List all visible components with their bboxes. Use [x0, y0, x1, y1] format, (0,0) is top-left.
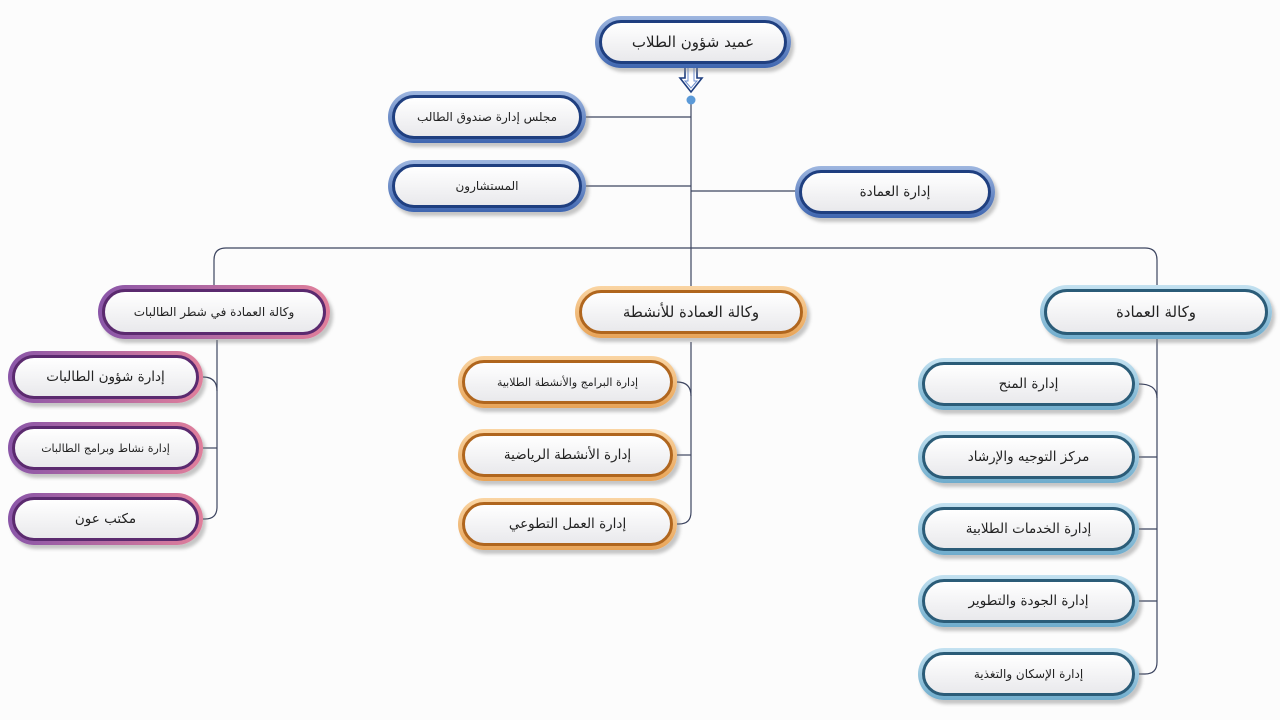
female-child-3-label: مكتب عون	[12, 497, 199, 541]
female-child-1-label: إدارة شؤون الطالبات	[12, 355, 199, 399]
deanship-label: وكالة العمادة	[1044, 289, 1268, 335]
deanship-child-5[interactable]: إدارة الإسكان والتغذية	[918, 648, 1139, 700]
activities-child-2[interactable]: إدارة الأنشطة الرياضية	[458, 429, 677, 481]
administration-node[interactable]: إدارة العمادة	[795, 166, 995, 218]
administration-label: إدارة العمادة	[799, 170, 991, 214]
female-child-1[interactable]: إدارة شؤون الطالبات	[8, 351, 203, 403]
activities-child-1[interactable]: إدارة البرامج والأنشطة الطلابية	[458, 356, 677, 408]
deanship-child-4-label: إدارة الجودة والتطوير	[922, 579, 1135, 623]
activities-child-1-label: إدارة البرامج والأنشطة الطلابية	[462, 360, 673, 404]
deanship-child-4[interactable]: إدارة الجودة والتطوير	[918, 575, 1139, 627]
council-label: مجلس إدارة صندوق الطالب	[392, 95, 582, 139]
bus-line	[213, 247, 1158, 290]
deanship-child-1-label: إدارة المنح	[922, 362, 1135, 406]
advisors-node[interactable]: المستشارون	[388, 160, 586, 212]
deanship-node[interactable]: وكالة العمادة	[1040, 285, 1272, 339]
council-node[interactable]: مجلس إدارة صندوق الطالب	[388, 91, 586, 143]
deanship-trunk	[1139, 338, 1158, 675]
female-label: وكالة العمادة في شطر الطالبات	[102, 289, 326, 335]
deanship-child-2-label: مركز التوجيه والإرشاد	[922, 435, 1135, 479]
deanship-child-3-label: إدارة الخدمات الطلابية	[922, 507, 1135, 551]
junction-dot	[686, 95, 696, 105]
female-trunk	[203, 340, 218, 520]
double-arrow-down-icon	[678, 63, 704, 94]
activities-label: وكالة العمادة للأنشطة	[579, 290, 803, 334]
advisors-label: المستشارون	[392, 164, 582, 208]
root-node[interactable]: عميد شؤون الطلاب	[595, 16, 791, 68]
deanship-child-3[interactable]: إدارة الخدمات الطلابية	[918, 503, 1139, 555]
female-child-2[interactable]: إدارة نشاط وبرامج الطالبات	[8, 422, 203, 474]
female-tick-1	[202, 376, 218, 392]
deanship-child-5-label: إدارة الإسكان والتغذية	[922, 652, 1135, 696]
female-node[interactable]: وكالة العمادة في شطر الطالبات	[98, 285, 330, 339]
activities-trunk	[677, 342, 692, 525]
activities-tick-1	[676, 381, 692, 397]
female-child-2-label: إدارة نشاط وبرامج الطالبات	[12, 426, 199, 470]
deanship-child-1[interactable]: إدارة المنح	[918, 358, 1139, 410]
deanship-tick-1	[1138, 383, 1158, 399]
female-child-3[interactable]: مكتب عون	[8, 493, 203, 545]
activities-child-3[interactable]: إدارة العمل التطوعي	[458, 498, 677, 550]
root-label: عميد شؤون الطلاب	[599, 20, 787, 64]
deanship-child-2[interactable]: مركز التوجيه والإرشاد	[918, 431, 1139, 483]
activities-child-2-label: إدارة الأنشطة الرياضية	[462, 433, 673, 477]
activities-child-3-label: إدارة العمل التطوعي	[462, 502, 673, 546]
activities-node[interactable]: وكالة العمادة للأنشطة	[575, 286, 807, 338]
